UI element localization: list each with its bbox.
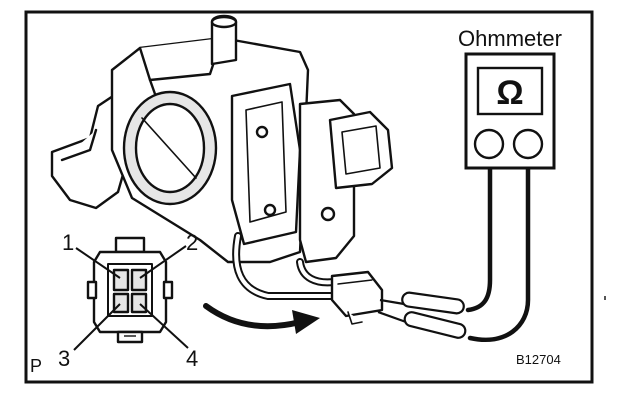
ohmmeter-jack-right [512,128,544,160]
meter-leads [465,163,531,342]
pin-label-2: 2 [186,230,198,255]
stray-mark [604,296,606,300]
test-probes [377,291,467,339]
pin-label-4: 4 [186,346,198,371]
connector-latch-top [114,236,146,254]
connector-face [86,236,174,344]
ohmmeter: Ω Ohmmeter [458,26,562,170]
corner-label: P [30,356,42,376]
terminal-4 [130,292,148,314]
ohmmeter-display [476,66,544,116]
pin-label-3: 3 [58,346,70,371]
ohmmeter-title: Ohmmeter [458,26,562,51]
direction-arrow [203,303,320,334]
ohmmeter-jack-left [473,128,505,160]
terminal-1 [112,268,130,292]
connector-latch-bottom [116,330,144,344]
throttle-body-illustration [50,14,394,325]
terminal-2 [130,268,148,292]
ohm-symbol: Ω [496,74,523,112]
pin-label-1: 1 [62,230,74,255]
connector-rib-left [86,280,98,300]
figure-code: B12704 [516,352,561,367]
connector-rib-right [162,280,174,300]
pin-leader-lines [73,245,189,351]
